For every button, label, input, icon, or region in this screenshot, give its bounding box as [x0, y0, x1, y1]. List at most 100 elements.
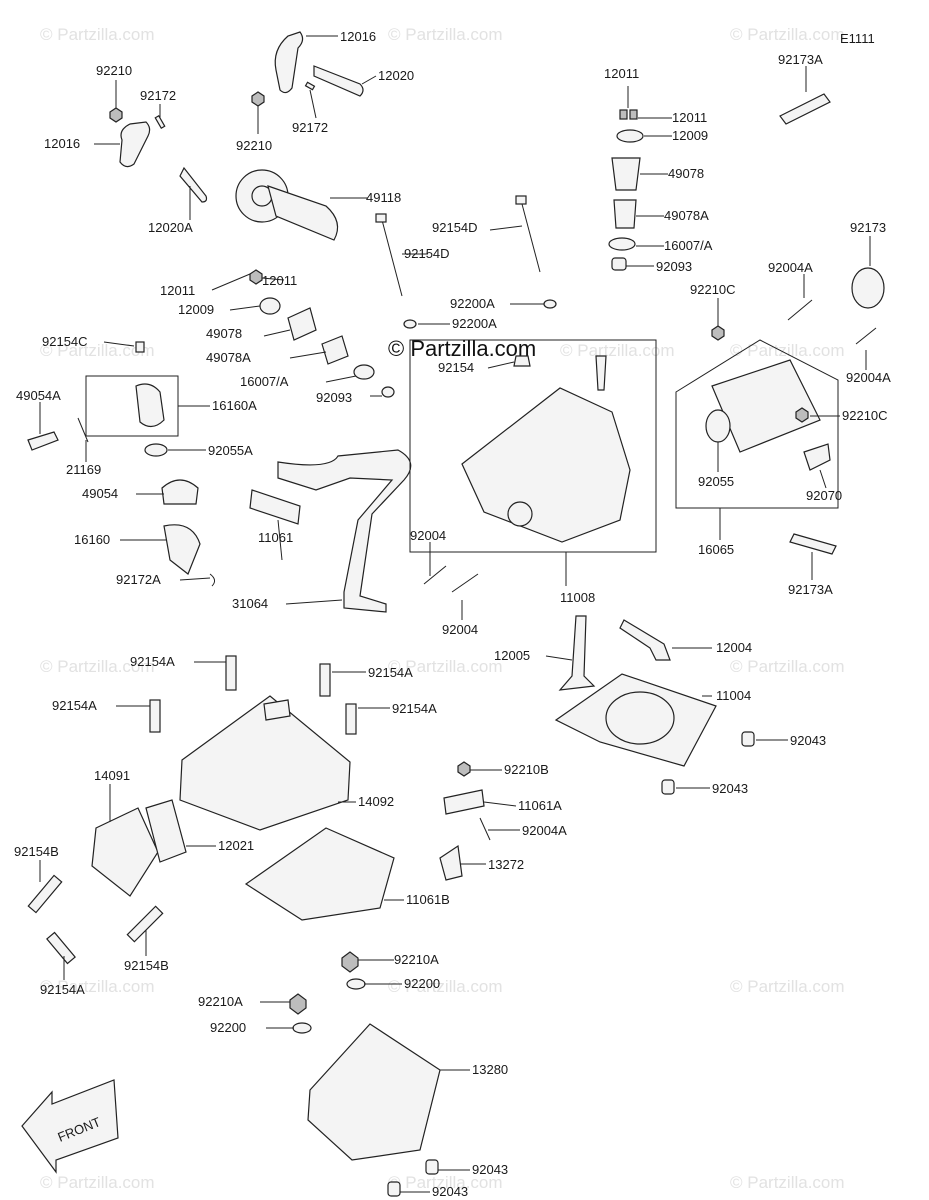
part-number-label: 49078A — [206, 350, 251, 365]
part-number-label: 12011 — [160, 283, 195, 298]
bolt-92154a-a — [225, 655, 237, 691]
part-number-label: 92173 — [850, 220, 886, 235]
nut-92210c-top — [711, 325, 725, 341]
part-number-label: 92200 — [210, 1020, 246, 1035]
part-number-label: 13280 — [472, 1062, 508, 1077]
part-number-label: 12009 — [672, 128, 708, 143]
part-number-label: 11008 — [560, 590, 595, 605]
box-16160a — [85, 375, 179, 437]
oil-pipe-31064 — [277, 449, 412, 613]
sender-49054a — [27, 431, 59, 451]
part-number-label: 92004A — [768, 260, 813, 275]
part-number-label: 92154A — [392, 701, 437, 716]
part-number-label: 12009 — [178, 302, 214, 317]
part-number-label: 49054A — [16, 388, 61, 403]
gasket-92055a — [144, 443, 168, 457]
part-number-label: 11004 — [716, 688, 751, 703]
part-number-label: 49118 — [366, 190, 401, 205]
part-number-label: 12020A — [148, 220, 193, 235]
part-number-label: 92004A — [846, 370, 891, 385]
clip-92004-b — [451, 573, 479, 593]
part-number-label: 16065 — [698, 542, 734, 557]
part-illustrations — [21, 31, 885, 1197]
cylinder-head-11008 — [461, 387, 631, 543]
dowel-92043-d — [387, 1181, 401, 1197]
part-number-label: 92154A — [40, 982, 85, 997]
part-number-label: 12011 — [262, 273, 297, 288]
valve-12005 — [558, 615, 596, 691]
part-number-label: 12016 — [340, 29, 376, 44]
part-number-label: 16160A — [212, 398, 257, 413]
nut-92210-left — [109, 107, 123, 123]
washer-92200a-b — [403, 319, 417, 329]
part-number-label: 92172A — [116, 572, 161, 587]
rocker-arm-top — [274, 31, 304, 94]
part-number-label: 92210B — [504, 762, 549, 777]
washer-92200-left — [292, 1022, 312, 1034]
bolt-92154c — [135, 341, 145, 353]
dowel-92043-a — [741, 731, 755, 747]
part-number-label: 11061B — [406, 892, 450, 907]
clip-92004-a — [423, 565, 447, 585]
dowel-92043-b — [661, 779, 675, 795]
spring-49078-right — [611, 157, 641, 191]
guide-92173a-bottom — [789, 533, 837, 555]
seal-92093-right — [611, 257, 627, 271]
part-number-label: 92210C — [690, 282, 736, 297]
part-number-label: 49078 — [206, 326, 242, 341]
spring-49078a-left — [321, 335, 349, 365]
part-number-label: 14091 — [94, 768, 130, 783]
part-number-label: 11061 — [258, 530, 293, 545]
watermark-text: © Partzilla.com — [40, 25, 155, 44]
part-number-label: 12004 — [716, 640, 752, 655]
dowel-92043-c — [425, 1159, 439, 1175]
washer-92200-top — [346, 978, 366, 990]
bolt-92154a-d — [345, 703, 357, 735]
watermark-text: © Partzilla.com — [730, 977, 845, 996]
part-number-label: 92154A — [52, 698, 97, 713]
part-number-label: 92154B — [124, 958, 169, 973]
key-12011-a — [619, 109, 628, 120]
part-number-label: 92043 — [472, 1162, 508, 1177]
box-16065 — [675, 339, 839, 509]
part-number-label: 92070 — [806, 488, 842, 503]
part-number-label: 92173A — [788, 582, 833, 597]
part-number-label: 21169 — [66, 462, 101, 477]
part-number-label: 49054 — [82, 486, 118, 501]
bracket-13272 — [439, 844, 463, 881]
part-number-label: 49078 — [668, 166, 704, 181]
rocker-shaft-top — [313, 65, 364, 97]
bolt-92154d-left-line — [381, 219, 403, 297]
stud-cylinder-head — [595, 355, 607, 391]
gasket-11061a — [443, 789, 485, 815]
pin-92172-left — [154, 114, 166, 130]
clip-92004a-right — [855, 327, 877, 345]
part-number-label: 12005 — [494, 648, 530, 663]
part-number-label: 92055A — [208, 443, 253, 458]
pin-top — [304, 81, 316, 91]
part-number-label: 92154B — [14, 844, 59, 859]
part-number-label: 92200A — [452, 316, 497, 331]
part-number-label: 12021 — [218, 838, 254, 853]
part-number-label: 92154A — [368, 665, 413, 680]
part-number-label: 16160 — [74, 532, 110, 547]
nut-92210a-left — [289, 993, 307, 1015]
nut-92210c-right — [795, 407, 809, 423]
valve-cover-14092 — [179, 695, 351, 831]
bolt-92154d-right-line — [521, 203, 541, 273]
cover-12021 — [145, 799, 187, 863]
part-number-label: 92210 — [96, 63, 132, 78]
watermark-text: © Partzilla.com — [40, 977, 155, 996]
part-number-label: 92004 — [410, 528, 446, 543]
thermostat-housing-16160a — [135, 383, 165, 428]
valve-guide-92154 — [513, 355, 531, 367]
watermark-text: © Partzilla.com — [40, 657, 155, 676]
seal-16007-right — [608, 237, 636, 251]
part-number-label: 31064 — [232, 596, 268, 611]
holder-13280 — [307, 1023, 441, 1161]
valve-12004 — [619, 619, 671, 661]
watermark-layer: © Partzilla.com © Partzilla.com © Partzill… — [40, 25, 845, 1192]
thermostat-49054 — [161, 479, 199, 505]
retainer-12009-left — [259, 297, 281, 315]
